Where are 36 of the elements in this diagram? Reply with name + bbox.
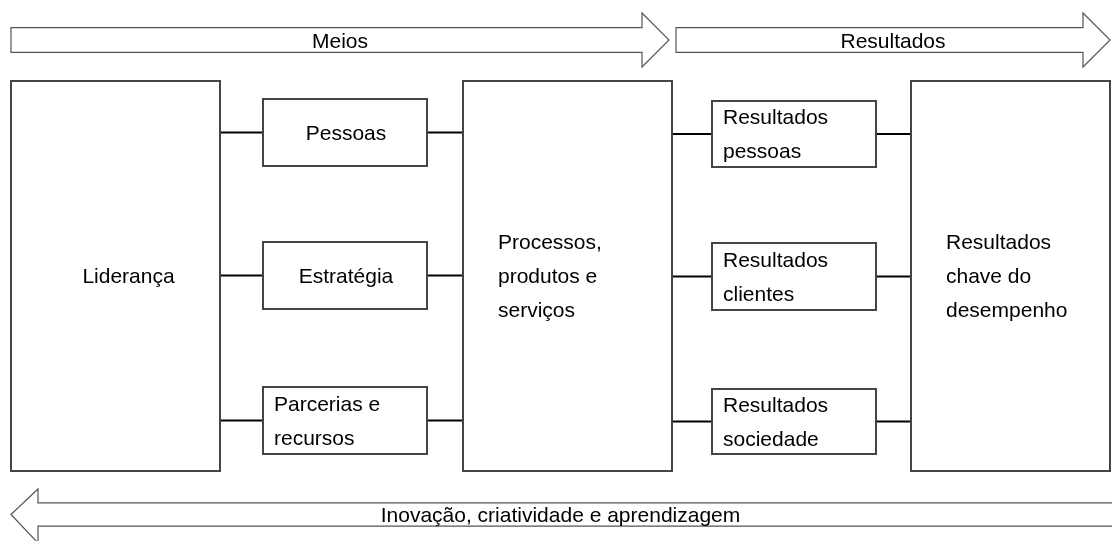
connector-line	[672, 275, 712, 278]
arrow-label: Meios	[312, 29, 368, 51]
process-box	[262, 241, 428, 310]
direction-band	[10, 488, 1111, 541]
connector-line	[427, 131, 463, 134]
process-box	[262, 386, 428, 455]
process-box	[711, 100, 877, 168]
box-label: Parcerias e recursos	[274, 390, 382, 451]
arrow-label: Resultados	[840, 29, 946, 51]
box-label: Resultados chave do desempenho	[946, 229, 1069, 323]
connector-line	[876, 133, 911, 135]
box-label: Resultados clientes	[723, 246, 830, 307]
connector-line	[220, 131, 263, 134]
connector-line	[427, 419, 463, 422]
process-box	[711, 388, 877, 455]
connector-line	[672, 133, 712, 135]
connector-line	[427, 274, 463, 277]
process-box	[711, 242, 877, 311]
connector-line	[876, 420, 911, 423]
box-label: Resultados pessoas	[723, 104, 830, 164]
connector-line	[220, 419, 263, 422]
box-label: Estratégia	[298, 262, 394, 289]
direction-band	[675, 12, 1111, 68]
process-box	[262, 98, 428, 167]
arrow-label: Inovação, criatividade e aprendizagem	[380, 504, 741, 525]
direction-band	[10, 12, 670, 68]
box-label: Pessoas	[305, 119, 387, 146]
process-box	[910, 80, 1111, 472]
box-label: Liderança	[82, 263, 175, 289]
box-label: Resultados sociedade	[723, 391, 830, 452]
connector-line	[876, 275, 911, 278]
process-box	[10, 80, 221, 472]
box-label: Processos, produtos e serviços	[498, 229, 603, 323]
connector-line	[220, 274, 263, 277]
connector-line	[672, 420, 712, 423]
process-box	[462, 80, 673, 472]
